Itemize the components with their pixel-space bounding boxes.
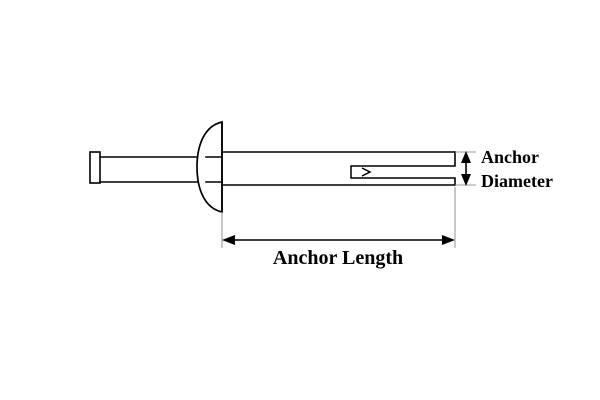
domed-head [196, 120, 223, 214]
anchor-length-label: Anchor Length [273, 247, 403, 269]
mandrel-shaft [99, 156, 207, 183]
expansion-slot [350, 165, 455, 179]
diameter-arrowhead-bottom-icon [461, 174, 471, 186]
diameter-arrowhead-top-icon [461, 151, 471, 163]
length-arrowhead-left-icon [222, 235, 235, 245]
anchor-diameter-label-line1: Anchor [481, 147, 539, 167]
anchor-diameter-label-line2: Diameter [481, 171, 553, 191]
length-arrowhead-right-icon [442, 235, 455, 245]
pin-cap [89, 151, 101, 184]
slot-direction-arrow-icon [361, 167, 372, 177]
